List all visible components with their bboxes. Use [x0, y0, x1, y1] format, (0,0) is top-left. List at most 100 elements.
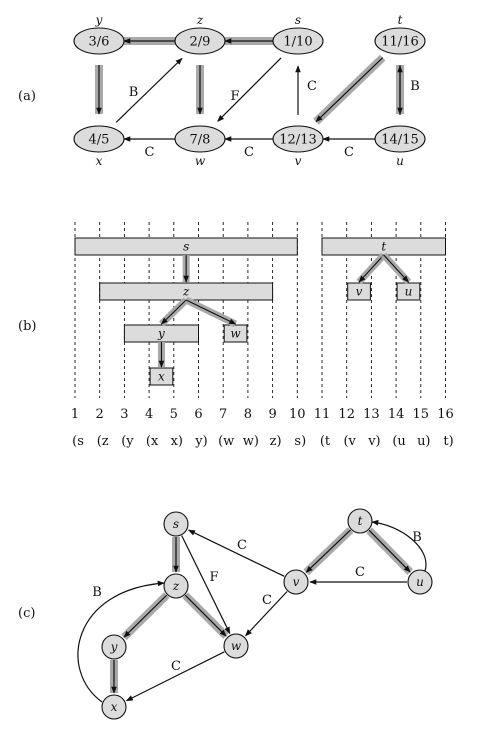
tick-label-10: 10 [289, 407, 306, 422]
edge-label-s-w: F [209, 570, 218, 585]
edge-label-u-t: B [410, 79, 420, 94]
edge-u-t [371, 519, 427, 572]
node-name-y: y [95, 13, 103, 27]
node-name-w: w [195, 154, 206, 168]
edge-label-v-w: C [262, 593, 272, 608]
node-name-u: u [396, 154, 404, 168]
nesting-arrow-t-v [358, 254, 385, 283]
node-label-t: t [358, 514, 363, 528]
node-times-w: 7/8 [190, 133, 211, 148]
node-x [73, 125, 125, 153]
paren-label-11: (t [320, 434, 331, 449]
node-u [374, 125, 426, 153]
node-times-z: 2/9 [190, 35, 211, 50]
edge-label-u-t: B [412, 530, 422, 545]
node-label-u: u [416, 575, 424, 589]
edge-label-v-s: C [307, 79, 317, 94]
tick-label-16: 16 [437, 407, 454, 422]
nesting-arrow-z-y [160, 299, 187, 325]
edge-t-u [368, 529, 411, 573]
node-name-s: s [295, 13, 301, 27]
paren-label-7: (w [218, 434, 234, 449]
interval-u [396, 282, 421, 301]
tick-label-7: 7 [219, 407, 227, 422]
node-v [283, 569, 309, 595]
interval-v [347, 282, 371, 301]
edge-x-z [77, 580, 165, 703]
edge-label-w-x: C [171, 659, 181, 674]
node-label-v: v [293, 575, 300, 589]
node-y [73, 27, 125, 55]
edge-t-v [315, 57, 384, 123]
node-times-y: 3/6 [89, 35, 110, 50]
node-t [347, 508, 373, 534]
interval-label-y: y [157, 327, 165, 341]
tick-label-4: 4 [145, 407, 153, 422]
edge-s-w [181, 535, 231, 635]
paren-label-14: (u [392, 434, 405, 449]
edge-x-z [115, 57, 183, 123]
tick-label-9: 9 [268, 407, 276, 422]
interval-label-u: u [405, 285, 413, 299]
paren-label-2: (z [97, 434, 109, 449]
edge-label-u-v: C [344, 145, 354, 160]
node-times-t: 11/16 [381, 35, 418, 50]
tick-label-2: 2 [96, 407, 104, 422]
interval-label-t: t [381, 240, 386, 254]
paren-label-13: v) [367, 434, 380, 449]
interval-x [149, 367, 174, 386]
paren-label-10: s) [294, 434, 306, 449]
node-label-s: s [173, 517, 179, 531]
edge-v-s [187, 529, 285, 577]
node-x [101, 694, 127, 720]
edge-label-v-w: C [244, 145, 254, 160]
edge-z-y [123, 594, 168, 638]
node-name-z: z [196, 13, 204, 27]
node-label-x: x [111, 700, 118, 714]
paren-label-5: x) [171, 434, 183, 449]
nesting-arrow-t-u [383, 254, 409, 283]
tick-label-15: 15 [413, 407, 430, 422]
paren-label-8: w) [243, 434, 259, 449]
tick-label-8: 8 [244, 407, 252, 422]
node-name-x: x [96, 154, 103, 168]
paren-label-15: u) [417, 434, 430, 449]
tick-label-12: 12 [338, 407, 355, 422]
tick-label-11: 11 [314, 407, 331, 422]
node-v [272, 125, 324, 153]
node-s [163, 511, 189, 537]
node-y [101, 634, 127, 660]
interval-label-v: v [356, 285, 363, 299]
node-w [223, 633, 249, 659]
edge-label-x-z: B [92, 585, 102, 600]
edge-label-s-w: F [230, 89, 239, 104]
tick-label-3: 3 [120, 407, 128, 422]
edge-w-x [125, 651, 225, 702]
node-s [272, 27, 324, 55]
edge-label-v-s: C [237, 538, 247, 553]
node-label-w: w [231, 639, 242, 653]
tick-label-6: 6 [194, 407, 202, 422]
node-t [374, 27, 426, 55]
edge-label-u-v: C [355, 565, 365, 580]
node-name-v: v [295, 154, 302, 168]
panel-label-a: (a) [18, 89, 36, 104]
node-times-s: 1/10 [283, 35, 312, 50]
paren-label-9: z) [270, 434, 282, 449]
interval-label-x: x [158, 370, 165, 384]
tick-label-1: 1 [71, 407, 79, 422]
tick-label-14: 14 [388, 407, 405, 422]
edge-t-v [305, 529, 352, 573]
interval-label-w: w [230, 327, 241, 341]
paren-label-16: t) [443, 434, 453, 449]
edge-z-w [184, 594, 227, 637]
paren-label-12: (v [343, 434, 356, 449]
node-w [174, 125, 226, 153]
paren-label-6: y) [194, 434, 207, 449]
panel-label-c: (c) [18, 606, 35, 621]
node-label-z: z [172, 579, 180, 593]
edge-v-w [245, 591, 288, 637]
interval-w [223, 324, 248, 343]
